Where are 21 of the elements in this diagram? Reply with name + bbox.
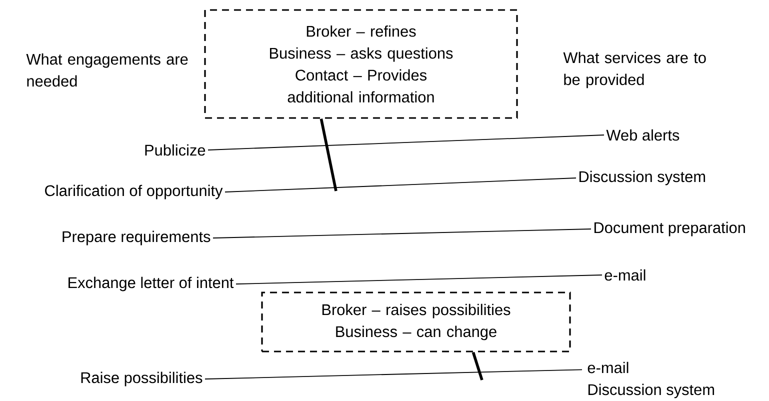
connector-line (208, 134, 604, 150)
text-label: Prepare requirements (62, 230, 210, 246)
connector-line (204, 369, 582, 380)
column-heading: What engagements are needed (26, 53, 188, 87)
connector-line (236, 274, 602, 284)
text-label: e-mail Discussion system (588, 362, 714, 398)
text-label: Exchange letter of intent (68, 276, 234, 292)
text-label: Document preparation (594, 222, 745, 236)
text-label: Publicize (145, 144, 206, 156)
text-label: Web alerts (606, 129, 680, 141)
connector-line (212, 228, 592, 238)
text-label: Clarification of opportunity (45, 184, 223, 200)
connector-line (320, 118, 338, 192)
text-label: e-mail (604, 269, 646, 281)
column-heading: What services are to be provided (563, 52, 706, 88)
connector-line (472, 352, 484, 380)
connector-line (224, 178, 576, 192)
dashed-box: Broker – raises possibilities Business – can change (261, 292, 571, 352)
text-label: Raise possibilities (81, 372, 202, 386)
text-label: Discussion system (579, 170, 706, 186)
dashed-box: Broker – refines Business – asks questions Contact – Provides additional information (204, 9, 518, 119)
